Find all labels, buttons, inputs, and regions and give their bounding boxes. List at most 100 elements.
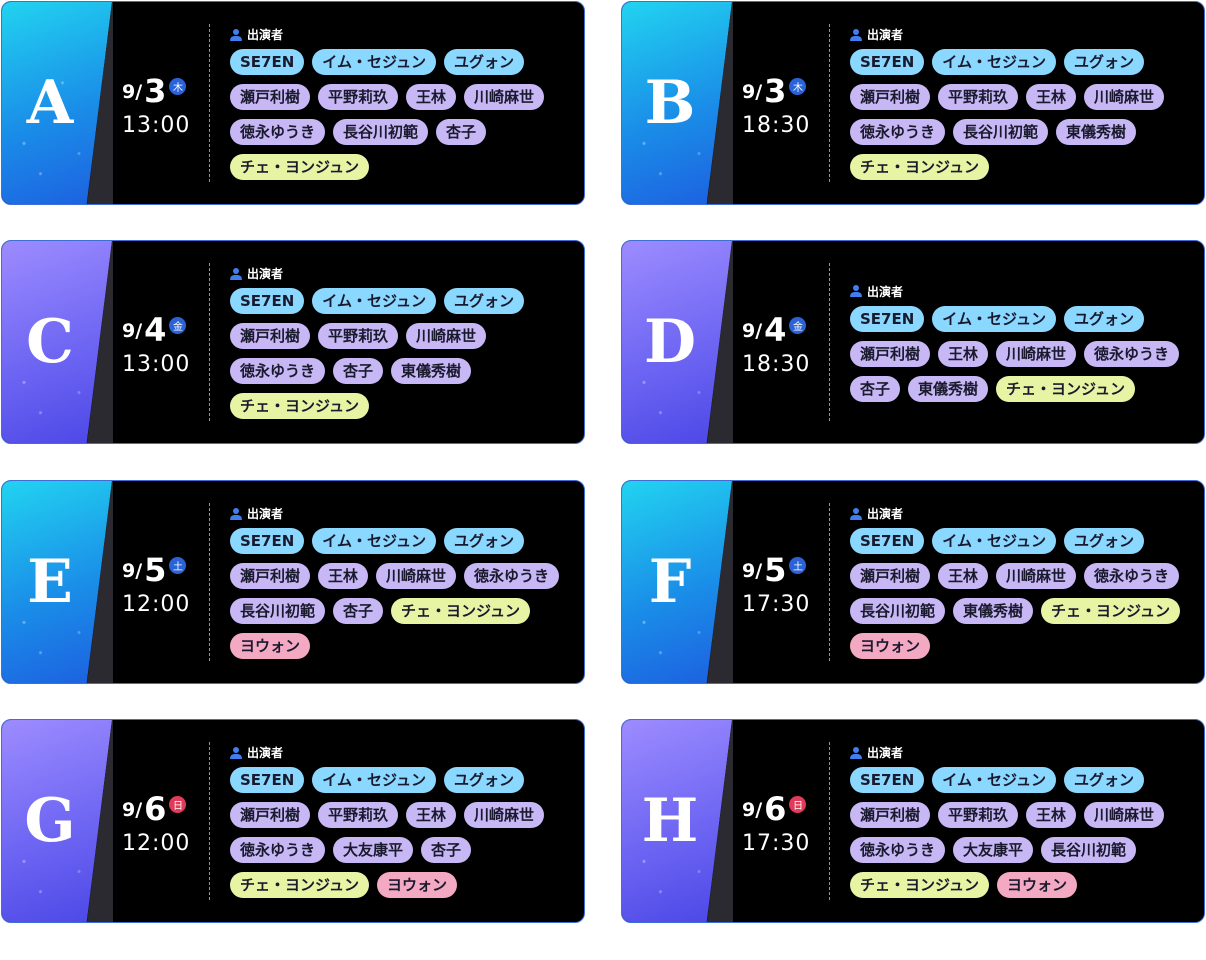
cast-tag: チェ・ヨンジュン (391, 598, 530, 624)
person-icon (230, 507, 242, 520)
cast-tag: イム・セジュン (312, 767, 436, 793)
cast-tag: SE7EN (230, 49, 305, 75)
cast-tag: SE7EN (850, 49, 925, 75)
cast-tag: SE7EN (230, 528, 305, 554)
dashed-divider (829, 503, 830, 661)
dashed-divider (829, 24, 830, 182)
cast-tag: SE7EN (230, 767, 305, 793)
dashed-divider (829, 742, 830, 900)
cast-tag: SE7EN (850, 767, 925, 793)
weekday-badge: 木 (789, 77, 807, 95)
cast-tag: 徳永ゆうき (850, 119, 946, 145)
person-icon (850, 507, 862, 520)
show-letter: G (24, 786, 76, 856)
cast-header-label: 出演者 (247, 746, 284, 760)
cast-tag: 瀬戸利樹 (230, 84, 311, 110)
cast-tag: 川崎麻世 (464, 84, 545, 110)
cast-tag: 王林 (406, 802, 457, 828)
cast-tag: 東儀秀樹 (908, 375, 989, 402)
weekday-badge: 土 (789, 556, 807, 574)
start-time: 12:00 (122, 830, 191, 856)
cast-tag: 杏子 (850, 375, 901, 402)
dashed-divider (209, 742, 210, 900)
cast-tag: ユグォン (1063, 528, 1144, 554)
person-icon (230, 267, 242, 280)
cast-tag: SE7EN (850, 528, 925, 554)
month: 9/ (742, 80, 763, 103)
cast-header: 出演者 (230, 744, 568, 761)
cast-tag: 川崎麻世 (996, 563, 1077, 589)
cast-tag: 王林 (318, 563, 369, 589)
cast-tag: 川崎麻世 (376, 563, 457, 589)
dashed-divider (209, 503, 210, 661)
cast-tag: 瀬戸利樹 (230, 563, 311, 589)
show-letter: E (27, 547, 73, 617)
date-line: 9/ 5 土 (742, 548, 828, 588)
show-letter: B (644, 68, 696, 138)
cast-header: 出演者 (850, 744, 1188, 761)
weekday-badge: 土 (169, 556, 187, 574)
cast-tag: 平野莉玖 (318, 323, 399, 349)
start-time: 18:30 (742, 351, 811, 377)
cast-tag: 平野莉玖 (938, 802, 1019, 828)
cast-tag: ユグォン (1063, 767, 1144, 793)
start-time: 18:30 (742, 112, 811, 138)
cast-tag: 川崎麻世 (1084, 802, 1165, 828)
cast-tag: 瀬戸利樹 (230, 323, 311, 349)
cast-tag: チェ・ヨンジュン (850, 154, 989, 180)
show-letter: A (26, 68, 74, 138)
date-block: 9/ 4 金 13:00 (122, 241, 208, 443)
cast-tag: イム・セジュン (932, 767, 1056, 793)
cast-tag: イム・セジュン (312, 288, 436, 314)
cast-tag: 徳永ゆうき (230, 837, 326, 863)
date-line: 9/ 4 金 (122, 308, 208, 348)
cast-tag: 徳永ゆうき (230, 119, 326, 145)
date-block: 9/ 5 土 12:00 (122, 481, 208, 683)
cast-tag: 徳永ゆうき (464, 563, 560, 589)
date-line: 9/ 4 金 (742, 308, 828, 348)
start-time: 13:00 (122, 112, 191, 138)
cast-tag: 瀬戸利樹 (850, 84, 931, 110)
day: 4 (764, 310, 787, 349)
cast-header-label: 出演者 (247, 28, 284, 42)
person-icon (230, 746, 242, 759)
cast-tag: ユグォン (1063, 49, 1144, 75)
cast-tag: イム・セジュン (932, 528, 1056, 554)
cast-header: 出演者 (230, 265, 568, 282)
cast-tag: 杏子 (333, 598, 384, 624)
month: 9/ (122, 559, 143, 582)
day: 4 (144, 310, 167, 349)
cast-tag: チェ・ヨンジュン (996, 375, 1135, 402)
cast-tag: 川崎麻世 (406, 323, 487, 349)
cast-tag: ユグォン (443, 288, 524, 314)
cast-tag: イム・セジュン (312, 49, 436, 75)
cast-header-label: 出演者 (867, 507, 904, 521)
cast-tag: 長谷川初範 (1041, 837, 1137, 863)
cast-header-label: 出演者 (867, 746, 904, 760)
cast-tag: ヨウォン (230, 633, 311, 659)
cast-header: 出演者 (850, 505, 1188, 522)
cast-tag: チェ・ヨンジュン (230, 393, 369, 419)
date-block: 9/ 6 日 17:30 (742, 720, 828, 922)
cast-tag: 杏子 (421, 837, 472, 863)
cast-tag: 徳永ゆうき (1084, 340, 1180, 367)
cast-tag: 徳永ゆうき (850, 837, 946, 863)
weekday-badge: 日 (169, 795, 187, 813)
month: 9/ (122, 798, 143, 821)
cast-tag: チェ・ヨンジュン (230, 872, 369, 898)
cast-tag: チェ・ヨンジュン (850, 872, 989, 898)
